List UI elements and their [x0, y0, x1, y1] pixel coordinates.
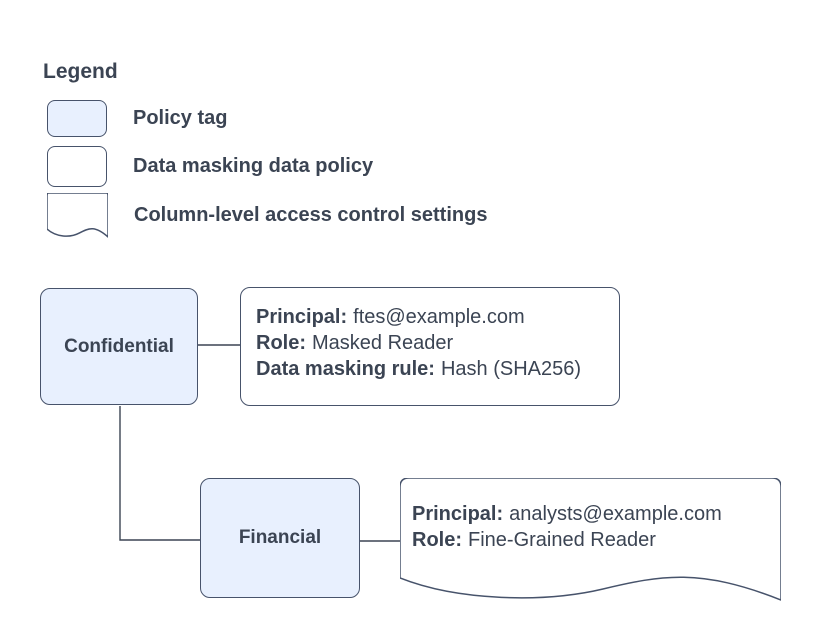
field-value: Fine-Grained Reader	[468, 529, 656, 551]
legend-item-label: Policy tag	[133, 107, 228, 129]
field-value: analysts@example.com	[509, 503, 722, 525]
legend-item-label: Data masking data policy	[133, 155, 374, 177]
policy-tag-swatch	[47, 100, 107, 137]
data-masking-policy-node: Principal:ftes@example.com Role: Masked R…	[240, 287, 620, 406]
field-value: ftes@example.com	[353, 306, 525, 328]
legend-item-policy-tag: Policy tag	[47, 100, 227, 137]
policy-tag-node-confidential: Confidential	[40, 288, 198, 405]
field-value: Masked Reader	[312, 332, 454, 354]
policy-detail-row: Principal:analysts@example.com	[412, 501, 722, 527]
field-value: Hash (SHA256)	[440, 358, 582, 380]
field-label: Role:	[412, 529, 462, 551]
policy-tag-node-financial: Financial	[200, 478, 360, 598]
policy-detail-row: Role: Masked Reader	[256, 330, 609, 356]
legend-item-data-masking-policy: Data masking data policy	[47, 146, 373, 187]
field-label: Principal:	[256, 306, 348, 328]
policy-detail-row: Data masking rule:Hash (SHA256)	[256, 356, 609, 382]
data-masking-policy-swatch	[47, 146, 107, 187]
legend-item-column-access: Column-level access control settings	[47, 193, 487, 238]
edge-confidential-to-financial	[119, 406, 200, 541]
legend-title: Legend	[43, 60, 118, 83]
column-access-swatch	[47, 193, 108, 238]
field-label: Principal:	[412, 503, 504, 525]
field-label: Role:	[256, 332, 306, 354]
node-label: Financial	[238, 527, 322, 548]
policy-detail-row: Principal:ftes@example.com	[256, 304, 609, 330]
node-label: Confidential	[64, 335, 174, 357]
policy-detail-row: Role: Fine-Grained Reader	[412, 527, 722, 553]
legend-item-label: Column-level access control settings	[134, 204, 488, 226]
field-label: Data masking rule:	[256, 358, 435, 380]
column-access-settings-node: Principal:analysts@example.com Role: Fine…	[400, 478, 781, 603]
settings-text: Principal:analysts@example.com Role: Fine…	[412, 501, 722, 553]
